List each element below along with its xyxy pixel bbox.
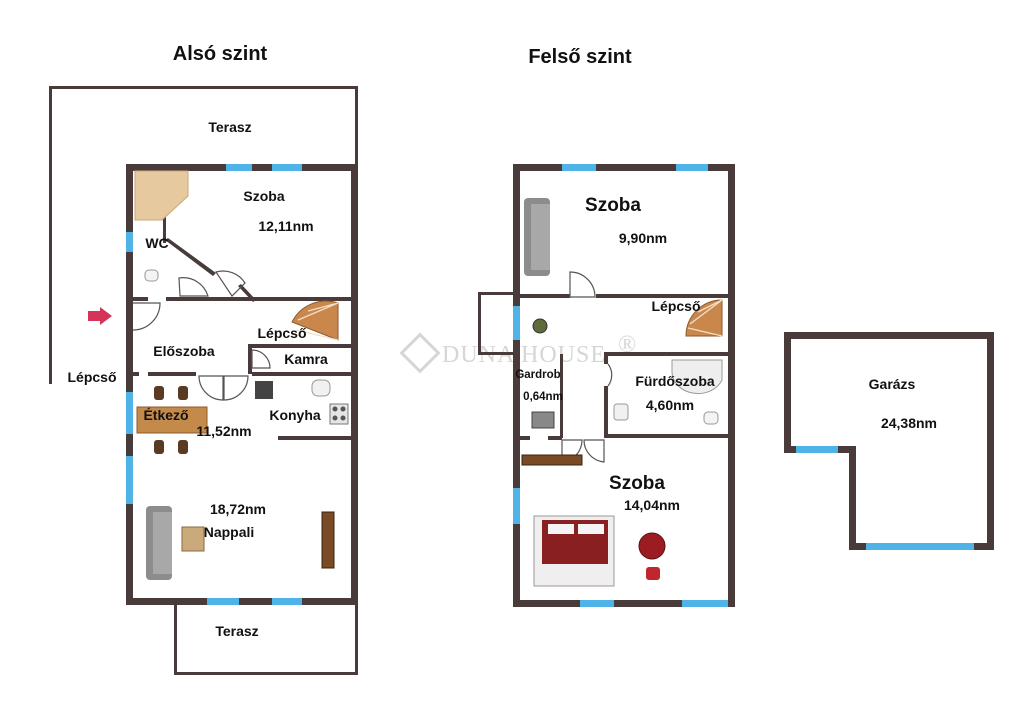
kitchen-door-right	[223, 375, 249, 401]
upper-outer-walls	[478, 164, 735, 607]
window	[126, 232, 133, 252]
tv-cabinet-icon	[321, 511, 335, 569]
window	[226, 164, 252, 171]
entry-arrow-icon	[88, 307, 112, 325]
window	[580, 600, 614, 607]
bed-icon	[533, 515, 615, 587]
upper-room2-area: 14,04nm	[624, 497, 680, 513]
toilet-icon	[144, 269, 159, 282]
lower-room-label: Szoba	[243, 188, 284, 204]
lower-level-title: Alsó szint	[173, 43, 268, 65]
bathroom-area: 4,60nm	[646, 397, 694, 413]
coffee-table-icon	[181, 526, 205, 552]
lower-level: Terasz Szoba 12,11nm WC Lépcső Előszoba …	[49, 86, 358, 675]
kitchen-label: Konyha	[269, 407, 321, 423]
dining-area: 11,52nm	[196, 423, 251, 439]
lower-terrace-top-label: Terasz	[208, 119, 251, 135]
window	[562, 164, 596, 171]
lower-windows	[126, 164, 302, 605]
window	[796, 446, 838, 453]
shelf-icon	[521, 454, 583, 466]
watermark-brand: DUNA HOUSE	[442, 342, 606, 368]
dining-table-icon	[136, 386, 208, 454]
wardrobe-area: 0,64nm	[523, 391, 563, 403]
entry-door	[132, 302, 161, 331]
window	[682, 600, 728, 607]
living-area: 18,72nm	[210, 501, 266, 517]
upper-sofa-icon	[524, 198, 550, 276]
window	[866, 543, 974, 550]
upper-room1-label: Szoba	[585, 195, 641, 216]
upper-furniture	[521, 198, 723, 587]
dining-label: Étkező	[143, 407, 188, 423]
sofa-icon	[146, 506, 172, 580]
lower-furniture	[134, 170, 349, 580]
pantry-label: Kamra	[284, 351, 328, 367]
watermark-registered: ®	[618, 332, 637, 358]
garage-area: 24,38nm	[881, 415, 937, 431]
upper-interior-walls	[520, 294, 730, 440]
stove-icon	[329, 403, 349, 425]
wc-door	[178, 277, 209, 297]
lower-labels: Terasz Szoba 12,11nm WC Lépcső Előszoba …	[67, 119, 328, 639]
upper-toilet-icon	[703, 411, 719, 425]
upper-labels: Szoba 9,90nm Lépcső Gardrob 0,64nm Fürdő…	[515, 195, 715, 513]
bathroom-door	[607, 363, 613, 387]
outer-stairs-label: Lépcső	[67, 369, 116, 385]
window	[207, 598, 239, 605]
upper-room-door	[569, 271, 596, 298]
garage-label: Garázs	[869, 376, 916, 392]
upper-spiral-stairs-icon	[685, 299, 723, 337]
upper-room1-area: 9,90nm	[619, 230, 667, 246]
garage: Garázs 24,38nm	[784, 332, 994, 550]
bathroom-label: Fürdőszoba	[635, 373, 715, 389]
pantry-door	[251, 349, 271, 369]
bedroom-door	[583, 439, 605, 463]
lower-terrace-bottom-label: Terasz	[215, 623, 258, 639]
wc-label: WC	[145, 235, 168, 251]
window	[272, 164, 302, 171]
room-door	[215, 270, 246, 297]
lower-stairs-label: Lépcső	[257, 325, 306, 341]
living-label: Nappali	[204, 524, 255, 540]
stool-icon	[646, 567, 660, 580]
upper-windows	[513, 164, 728, 607]
lower-doors	[132, 270, 271, 401]
lower-terrace-outline	[49, 86, 358, 675]
bathtub-icon	[671, 359, 723, 395]
fridge-icon	[255, 381, 273, 399]
upper-level: Szoba 9,90nm Lépcső Gardrob 0,64nm Fürdő…	[478, 164, 735, 607]
upper-stairs-label: Lépcső	[651, 298, 700, 314]
kitchen-door-left	[198, 375, 224, 401]
sink-icon	[311, 379, 331, 397]
upper-room2-label: Szoba	[609, 473, 665, 494]
wardrobe-shelf-icon	[531, 411, 555, 429]
plant-icon	[532, 318, 548, 334]
window	[513, 306, 520, 340]
spiral-stairs-icon	[291, 300, 339, 341]
washbasin-icon	[613, 403, 629, 421]
wardrobe-icon	[134, 170, 189, 221]
lower-room-area: 12,11nm	[258, 218, 313, 234]
watermark: DUNA HOUSE ®	[399, 332, 637, 374]
window	[513, 488, 520, 524]
window	[272, 598, 302, 605]
window	[676, 164, 708, 171]
wardrobe-label: Gardrob	[515, 369, 560, 381]
upper-level-title: Felső szint	[528, 46, 632, 68]
window	[126, 392, 133, 434]
hallway-label: Előszoba	[153, 343, 215, 359]
watermark-diamond-icon	[399, 332, 441, 374]
armchair-icon	[638, 532, 666, 560]
window	[126, 456, 133, 504]
